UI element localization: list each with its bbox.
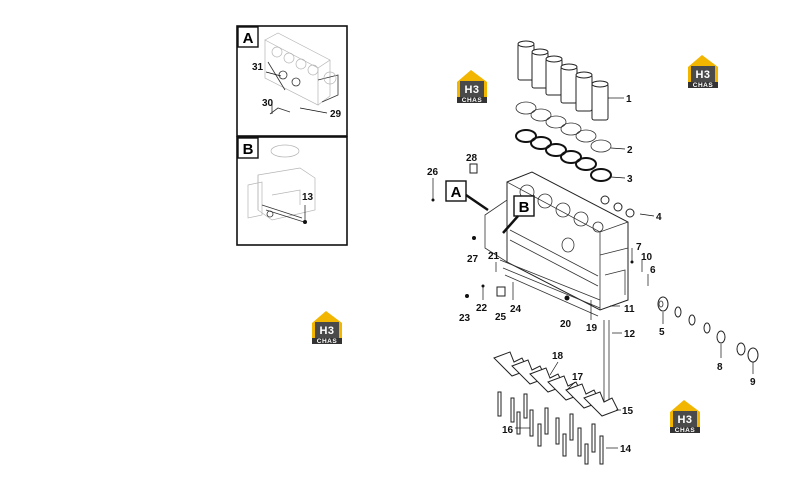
callout-22: 22: [476, 303, 488, 314]
watermark-logo-mid: H3 CHAS: [312, 311, 342, 345]
watermark-text-top: H3: [464, 84, 479, 96]
watermark-text-bottom: CHAS: [675, 427, 696, 434]
detail-panel-a: A 31 30 29: [236, 25, 348, 137]
plug-27: [472, 236, 476, 240]
callout-4: 4: [656, 212, 662, 223]
o-rings-thick: [515, 129, 612, 182]
callout-12: 12: [624, 329, 636, 340]
callout-13: 13: [302, 192, 314, 203]
cylinder-liner: [545, 55, 563, 96]
panel-b-letter: B: [243, 141, 254, 158]
callout-9: 9: [750, 377, 756, 388]
cylinder-liner: [575, 71, 593, 112]
panel-b-sketch: [247, 144, 316, 223]
cylinder-liner: [560, 63, 578, 104]
callout-15: 15: [622, 406, 634, 417]
panel-a-letter: A: [243, 30, 254, 47]
detail-panel-b: B 13: [236, 136, 348, 246]
plug-28: [469, 163, 478, 174]
cylinder-liners: [517, 40, 609, 121]
callout-28: 28: [466, 153, 478, 164]
watermark-text-top: H3: [319, 325, 334, 337]
callout-29: 29: [330, 109, 342, 120]
view-marker-a-letter: A: [451, 184, 462, 201]
bearing-rings: [674, 306, 726, 344]
callout-6: 6: [650, 265, 656, 276]
callout-31: 31: [252, 62, 264, 73]
fitting-25: [496, 286, 506, 297]
callout-26: 26: [427, 167, 439, 178]
seal-5: [657, 296, 669, 312]
callout-19: 19: [586, 323, 598, 334]
watermark-logo-bottom: H3 CHAS: [670, 400, 700, 434]
cap-9: [736, 342, 759, 363]
callout-25: 25: [495, 312, 507, 323]
core-plugs: [600, 195, 635, 218]
bolts: [497, 391, 604, 465]
callout-3: 3: [627, 174, 633, 185]
view-marker-b-letter: B: [519, 199, 530, 216]
watermark-logo-right: H3 CHAS: [688, 55, 718, 89]
callout-14: 14: [620, 444, 632, 455]
bearing-caps: [493, 351, 619, 417]
callout-8: 8: [717, 362, 723, 373]
cylinder-block: [484, 171, 629, 311]
callout-10: 10: [641, 252, 653, 263]
callout-23: 23: [459, 313, 471, 324]
watermark-text-top: H3: [677, 414, 692, 426]
watermark-logo-left: H3 CHAS: [457, 70, 487, 104]
watermark-text-bottom: CHAS: [462, 97, 483, 104]
view-marker-a: A: [445, 180, 489, 212]
callout-24: 24: [510, 304, 522, 315]
callout-1: 1: [626, 94, 632, 105]
o-rings-thin: [515, 101, 612, 153]
callout-20: 20: [560, 319, 572, 330]
callout-11: 11: [624, 304, 635, 315]
watermark-text-top: H3: [695, 69, 710, 81]
panel-a-sketch: [264, 32, 339, 115]
view-marker-b: B: [502, 195, 535, 234]
callout-30: 30: [262, 98, 274, 109]
callout-16: 16: [502, 425, 514, 436]
callout-7: 7: [636, 242, 642, 253]
cylinder-liner: [517, 40, 535, 81]
cylinder-liner: [591, 80, 609, 121]
callout-27: 27: [467, 254, 479, 265]
callout-17: 17: [572, 372, 584, 383]
callout-18: 18: [552, 351, 564, 362]
watermark-text-bottom: CHAS: [317, 338, 338, 345]
callout-21: 21: [488, 251, 500, 262]
watermark-text-bottom: CHAS: [693, 82, 714, 89]
callout-2: 2: [627, 145, 633, 156]
callout-5: 5: [659, 327, 665, 338]
cylinder-liner: [531, 48, 549, 89]
